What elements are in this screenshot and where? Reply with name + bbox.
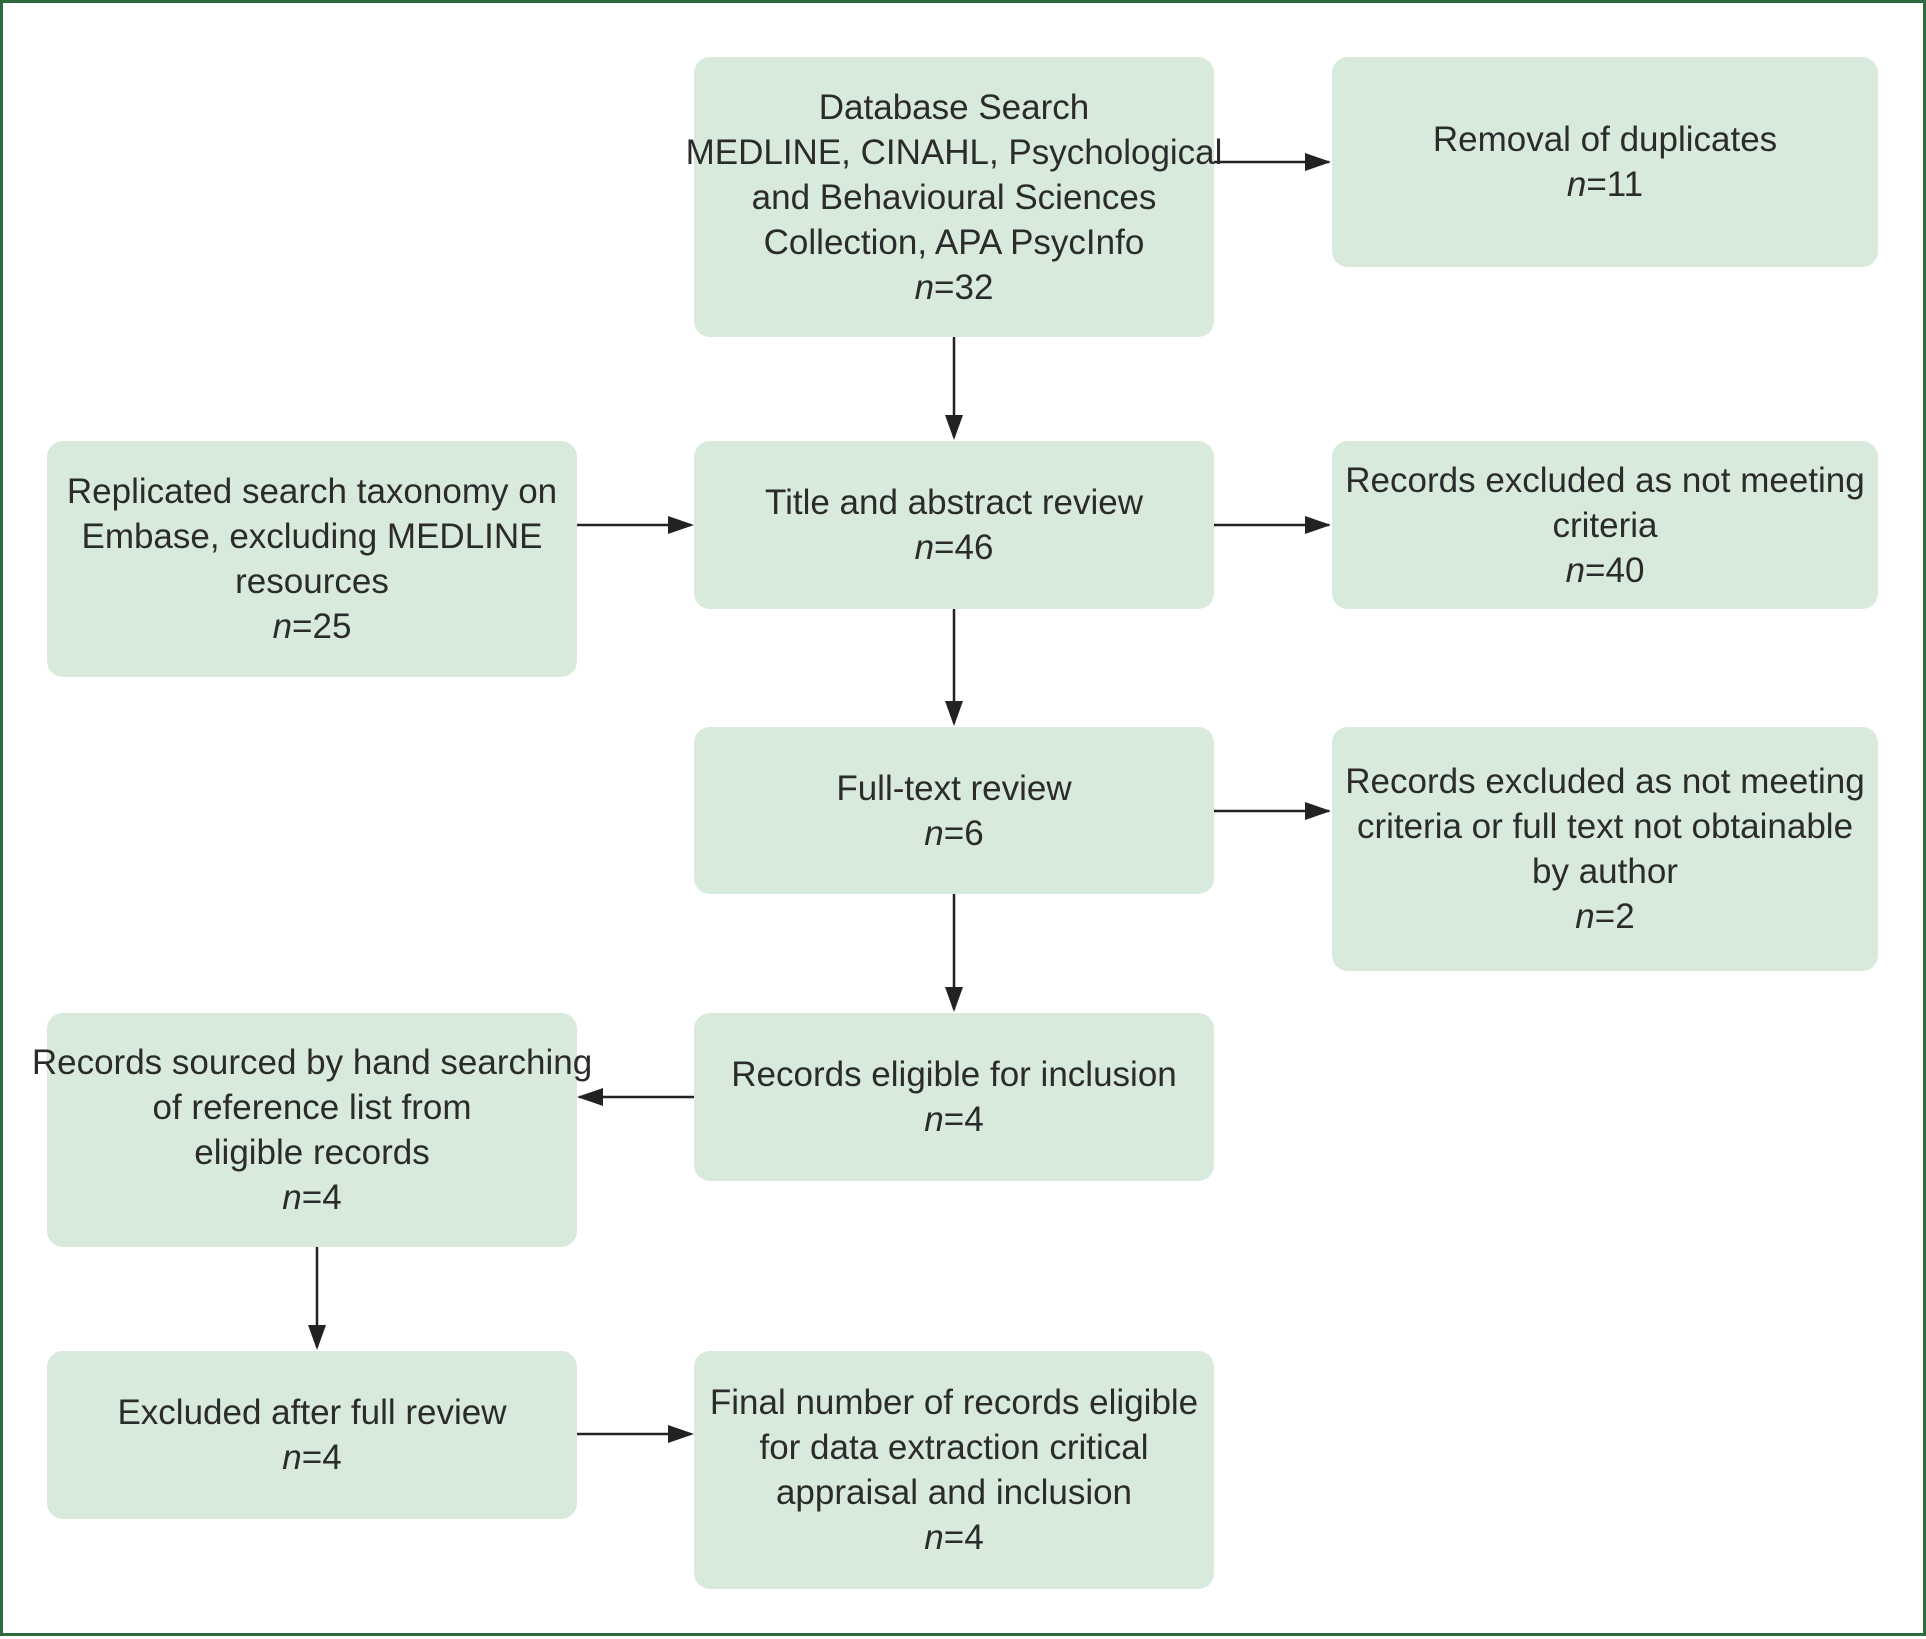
arrowhead-search-to-title bbox=[945, 415, 963, 440]
arrowhead-title-to-excluded bbox=[1305, 516, 1331, 534]
box-text-line: criteria bbox=[1552, 505, 1658, 545]
box-text-line: Records sourced by hand searching bbox=[31, 1043, 593, 1082]
count-variable: n bbox=[1575, 897, 1595, 936]
records-excluded-fulltext-box: Records excluded as not meeting criteria … bbox=[1332, 727, 1878, 971]
box-text-line: of reference list from bbox=[152, 1088, 472, 1127]
count-variable: n bbox=[924, 1100, 944, 1139]
count-label: n=4 bbox=[282, 1435, 341, 1480]
box-text-line: Final number of records eligible bbox=[709, 1383, 1199, 1422]
box-text-line: Full-text review bbox=[836, 768, 1072, 808]
hand-search-box: Records sourced by hand searching of refe… bbox=[32, 1013, 592, 1247]
count-value: 11 bbox=[1606, 165, 1644, 204]
final-records-box: Final number of records eligible for data… bbox=[694, 1351, 1214, 1589]
count-equals: = bbox=[934, 528, 955, 567]
count-value: 4 bbox=[964, 1518, 984, 1557]
count-variable: n bbox=[282, 1438, 302, 1477]
count-equals: = bbox=[301, 1438, 323, 1477]
box-text-line: and Behavioural Sciences bbox=[751, 177, 1157, 217]
count-variable: n bbox=[1565, 550, 1586, 590]
box-text-line: Records excluded as not meeting bbox=[1345, 762, 1865, 801]
arrowhead-replicated-to-title bbox=[668, 516, 694, 534]
count-variable: n bbox=[914, 528, 935, 567]
count-equals: = bbox=[943, 813, 965, 853]
count-variable: n bbox=[1566, 165, 1587, 204]
count-variable: n bbox=[914, 267, 935, 307]
box-text-line: by author bbox=[1532, 852, 1678, 891]
box-text-line: Collection, APA PsycInfo bbox=[763, 222, 1145, 262]
count-equals: = bbox=[292, 607, 313, 646]
count-label: n=11 bbox=[1567, 162, 1643, 207]
box-text-line: criteria or full text not obtainable bbox=[1356, 807, 1854, 846]
count-label: n=6 bbox=[924, 811, 983, 856]
count-equals: = bbox=[1594, 897, 1616, 936]
arrowhead-eligible-to-handsearch bbox=[577, 1088, 603, 1106]
count-equals: = bbox=[1585, 550, 1606, 590]
box-text-line: MEDLINE, CINAHL, Psychological bbox=[685, 132, 1223, 172]
count-equals: = bbox=[943, 1100, 965, 1139]
box-text-line: Records excluded as not meeting bbox=[1345, 460, 1865, 500]
box-text-line: Excluded after full review bbox=[117, 1393, 507, 1432]
count-value: 25 bbox=[312, 607, 352, 646]
box-text-line: for data extraction critical bbox=[759, 1428, 1149, 1467]
replicated-search-box: Replicated search taxonomy on Embase, exc… bbox=[47, 441, 577, 677]
box-text-line: Replicated search taxonomy on bbox=[66, 472, 558, 511]
count-equals: = bbox=[1586, 165, 1607, 204]
box-text-line: Title and abstract review bbox=[764, 483, 1144, 522]
count-label: n=2 bbox=[1575, 894, 1634, 939]
count-value: 4 bbox=[322, 1178, 342, 1217]
arrowhead-fulltext-to-eligible bbox=[945, 987, 963, 1012]
count-label: n=25 bbox=[273, 604, 352, 649]
box-text-line: Removal of duplicates bbox=[1432, 120, 1778, 159]
box-text-line: appraisal and inclusion bbox=[775, 1473, 1133, 1512]
count-equals: = bbox=[943, 1518, 965, 1557]
box-text-line: Embase, excluding MEDLINE bbox=[81, 517, 543, 556]
count-label: n=4 bbox=[924, 1097, 983, 1142]
box-text-line: eligible records bbox=[194, 1133, 430, 1172]
count-variable: n bbox=[282, 1178, 302, 1217]
count-variable: n bbox=[272, 607, 293, 646]
count-variable: n bbox=[924, 1518, 944, 1557]
count-value: 4 bbox=[322, 1438, 342, 1477]
count-value: 6 bbox=[964, 813, 984, 853]
count-label: n=40 bbox=[1566, 548, 1645, 593]
count-value: 32 bbox=[954, 267, 994, 307]
box-text-line: Database Search bbox=[818, 87, 1090, 127]
count-equals: = bbox=[934, 267, 955, 307]
box-text-line: resources bbox=[235, 562, 389, 601]
count-value: 4 bbox=[964, 1100, 984, 1139]
arrowhead-handsearch-to-excludedafter bbox=[308, 1325, 326, 1350]
count-label: n=4 bbox=[282, 1175, 341, 1220]
flowchart-connectors bbox=[308, 153, 1331, 1443]
count-label: n=4 bbox=[924, 1515, 983, 1560]
arrowhead-title-to-fulltext bbox=[945, 701, 963, 726]
arrowhead-fulltext-to-excluded bbox=[1305, 802, 1331, 820]
box-text-line: Records eligible for inclusion bbox=[731, 1055, 1177, 1094]
count-variable: n bbox=[924, 813, 944, 853]
count-value: 2 bbox=[1615, 897, 1635, 936]
arrowhead-search-to-duplicates bbox=[1305, 153, 1331, 171]
count-value: 46 bbox=[954, 528, 994, 567]
count-equals: = bbox=[301, 1178, 323, 1217]
count-value: 40 bbox=[1605, 550, 1645, 590]
count-label: n=32 bbox=[915, 265, 994, 310]
count-label: n=46 bbox=[915, 525, 994, 570]
arrowhead-excludedafter-to-final bbox=[668, 1425, 694, 1443]
